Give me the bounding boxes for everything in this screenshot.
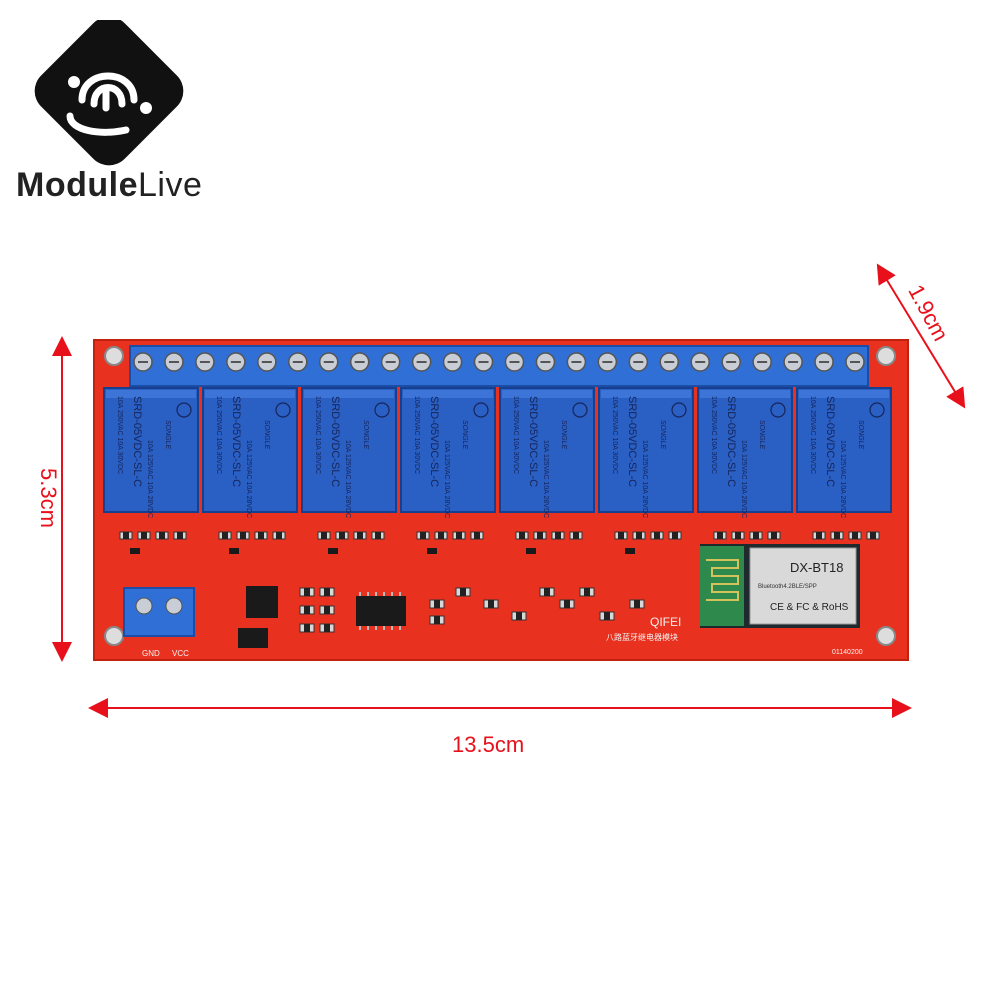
bluetooth-module xyxy=(700,544,860,628)
terminal-block-row xyxy=(129,345,869,387)
relay: SRD-05VDC-SL-C 10A 250VAC 10A 30VDC 10A 12… xyxy=(301,387,397,518)
relay-rating-label: 10A 250VAC 10A 30VDC xyxy=(809,396,816,474)
relay-model-label: SRD-05VDC-SL-C xyxy=(824,396,836,487)
relay-brand-label: SONGLE xyxy=(461,420,468,450)
relay-rating-label: 10A 250VAC 10A 30VDC xyxy=(116,396,123,474)
board-code: 01140200 xyxy=(832,649,863,656)
relay-model-label: SRD-05VDC-SL-C xyxy=(725,396,737,487)
gnd-label: GND xyxy=(142,649,160,658)
relay-rating-label-2: 10A 125VAC 10A 28VDC xyxy=(740,440,747,518)
brand-name-bold: Module xyxy=(16,166,138,204)
relay-model-label: SRD-05VDC-SL-C xyxy=(428,396,440,487)
relay-brand-label: SONGLE xyxy=(263,420,270,450)
relay-brand-label: SONGLE xyxy=(659,420,666,450)
relay-rating-label: 10A 250VAC 10A 30VDC xyxy=(215,396,222,474)
relay-rating-label: 10A 250VAC 10A 30VDC xyxy=(512,396,519,474)
bt-sub-label: Bluetooth4.2BLE/SPP xyxy=(758,584,817,590)
relay-brand-label: SONGLE xyxy=(758,420,765,450)
bt-module-label: DX-BT18 xyxy=(790,560,843,575)
relay-model-label: SRD-05VDC-SL-C xyxy=(230,396,242,487)
relay-model-label: SRD-05VDC-SL-C xyxy=(527,396,539,487)
relay-brand-label: SONGLE xyxy=(362,420,369,450)
relay-rating-label-2: 10A 125VAC 10A 28VDC xyxy=(344,440,351,518)
relay-rating-label: 10A 250VAC 10A 30VDC xyxy=(413,396,420,474)
ic-chip xyxy=(356,592,406,630)
relay: SRD-05VDC-SL-C 10A 250VAC 10A 30VDC 10A 12… xyxy=(400,387,496,518)
relay-rating-label: 10A 250VAC 10A 30VDC xyxy=(611,396,618,474)
voltage-regulator xyxy=(246,586,278,618)
brand-logo-icon xyxy=(34,16,184,166)
relay-model-label: SRD-05VDC-SL-C xyxy=(329,396,341,487)
vcc-label: VCC xyxy=(172,649,189,658)
relay-rating-label: 10A 250VAC 10A 30VDC xyxy=(710,396,717,474)
relay-rating-label-2: 10A 125VAC 10A 28VDC xyxy=(245,440,252,518)
chinese-label: 八路蓝牙继电器模块 xyxy=(606,632,678,642)
relay-row: SRD-05VDC-SL-C 10A 250VAC 10A 30VDC 10A 12… xyxy=(103,387,892,518)
power-terminal xyxy=(123,587,195,637)
width-label: 13.5cm xyxy=(452,732,525,757)
maker-logo: QIFEI xyxy=(650,615,681,629)
mounting-holes xyxy=(104,346,896,646)
brand-logo xyxy=(30,16,190,170)
relay-rating-label-2: 10A 125VAC 10A 28VDC xyxy=(542,440,549,518)
relay-rating-label-2: 10A 125VAC 10A 28VDC xyxy=(443,440,450,518)
bt-marks-label: CE & FC & RoHS xyxy=(770,602,849,613)
relay-rating-label-2: 10A 125VAC 10A 28VDC xyxy=(839,440,846,518)
relay: SRD-05VDC-SL-C 10A 250VAC 10A 30VDC 10A 12… xyxy=(697,387,793,518)
relay: SRD-05VDC-SL-C 10A 250VAC 10A 30VDC 10A 12… xyxy=(103,387,199,518)
relay-brand-label: SONGLE xyxy=(164,420,171,450)
relay: SRD-05VDC-SL-C 10A 250VAC 10A 30VDC 10A 12… xyxy=(598,387,694,518)
relay-brand-label: SONGLE xyxy=(857,420,864,450)
relay-model-label: SRD-05VDC-SL-C xyxy=(626,396,638,487)
relay-rating-label-2: 10A 125VAC 10A 28VDC xyxy=(146,440,153,518)
relay: SRD-05VDC-SL-C 10A 250VAC 10A 30VDC 10A 12… xyxy=(202,387,298,518)
relay: SRD-05VDC-SL-C 10A 250VAC 10A 30VDC 10A 12… xyxy=(499,387,595,518)
relay-rating-label: 10A 250VAC 10A 30VDC xyxy=(314,396,321,474)
brand-name-light: Live xyxy=(137,166,203,204)
relay-rating-label-2: 10A 125VAC 10A 28VDC xyxy=(641,440,648,518)
relay: SRD-05VDC-SL-C 10A 250VAC 10A 30VDC 10A 12… xyxy=(796,387,892,518)
relay-brand-label: SONGLE xyxy=(560,420,567,450)
relay-model-label: SRD-05VDC-SL-C xyxy=(131,396,143,487)
smd-components xyxy=(119,531,880,633)
diode-package xyxy=(238,628,268,648)
depth-arrow xyxy=(876,263,966,409)
brand-name: ModuleLive xyxy=(16,166,202,205)
